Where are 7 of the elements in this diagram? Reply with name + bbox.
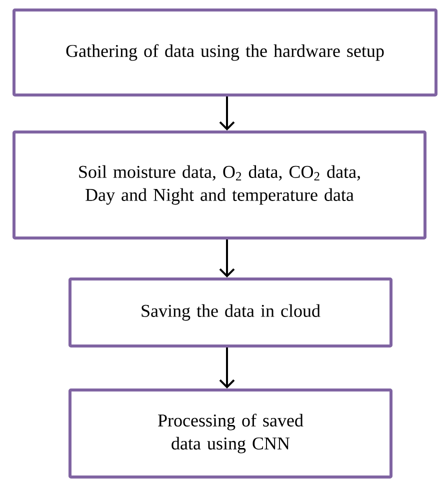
arrow — [219, 348, 235, 388]
process-box: Soil moisture data, O$_{2}$ data, CO$_{2}$ data, Day and Night and temperature data — [12, 130, 426, 240]
arrow — [219, 240, 235, 278]
process-box: Saving the data in cloud — [68, 278, 392, 348]
process-box: Gathering of data using the hardware setup — [12, 8, 438, 96]
arrow — [219, 96, 235, 130]
process-box: Processing of saved data using CNN — [68, 388, 392, 478]
